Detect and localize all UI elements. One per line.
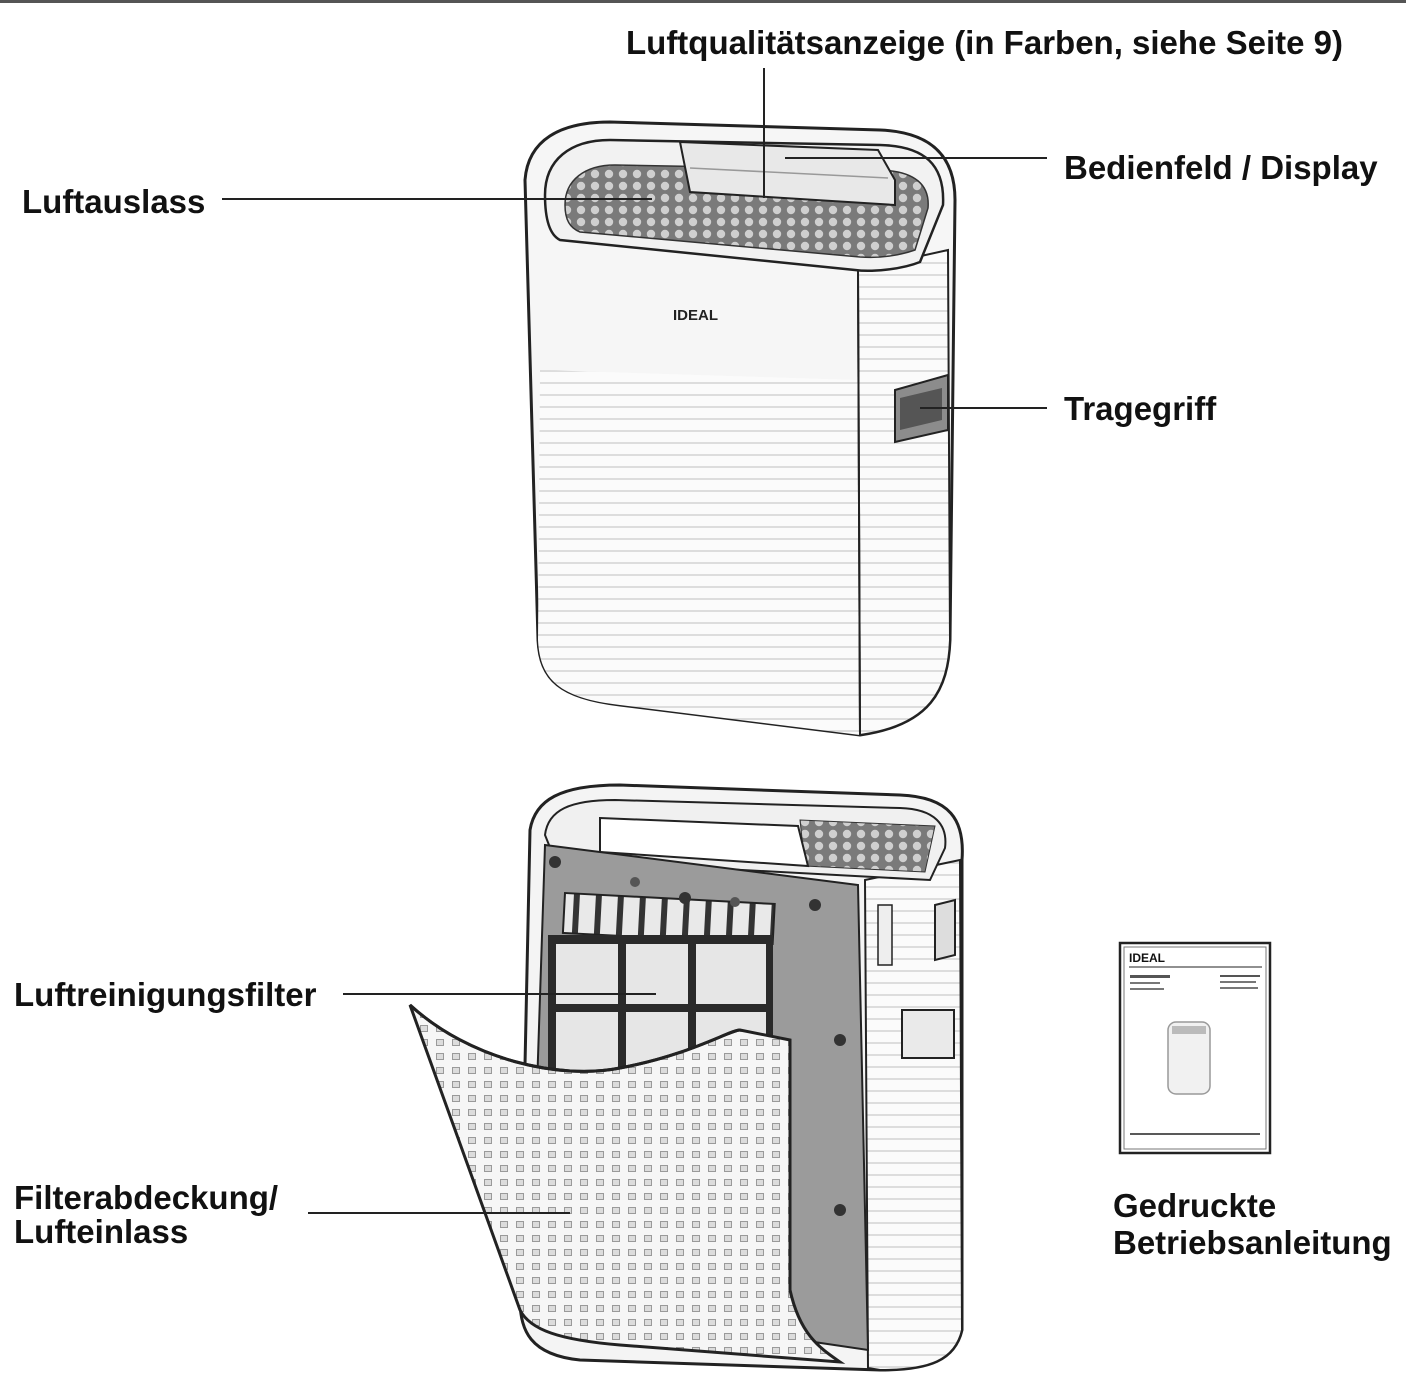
label-air-quality-indicator: Luftqualitätsanzeige (in Farben, siehe S…	[626, 24, 1343, 61]
unit-logo: IDEAL	[673, 307, 718, 324]
manual-logo: IDEAL	[1129, 951, 1165, 965]
purifier-ribbed-section	[538, 370, 860, 735]
label-control-panel: Bedienfeld / Display	[1064, 149, 1378, 186]
label-purification-filter: Luftreinigungsfilter	[14, 976, 317, 1013]
leader-control-panel	[785, 157, 1047, 159]
label-carry-handle: Tragegriff	[1064, 390, 1217, 427]
leader-filter-cover	[308, 1212, 570, 1214]
label-filter-cover-line1: Filterabdeckung/	[14, 1179, 279, 1216]
leader-air-quality	[763, 68, 765, 198]
leader-air-outlet	[222, 198, 652, 200]
printed-manual: IDEAL	[1118, 941, 1272, 1155]
top-rule	[0, 0, 1406, 3]
purifier-open-view	[408, 783, 964, 1372]
label-filter-cover-line2: Lufteinlass	[14, 1213, 189, 1250]
purifier-front-view	[523, 120, 957, 737]
label-air-outlet: Luftauslass	[22, 183, 206, 220]
leader-carry-handle	[920, 407, 1047, 409]
purifier-side-panel	[856, 248, 952, 737]
open-top-mesh	[799, 819, 936, 873]
leader-purification-filter	[343, 993, 656, 995]
label-manual-line2: Betriebsanleitung	[1113, 1224, 1392, 1261]
label-manual-line1: Gedruckte	[1113, 1187, 1277, 1224]
